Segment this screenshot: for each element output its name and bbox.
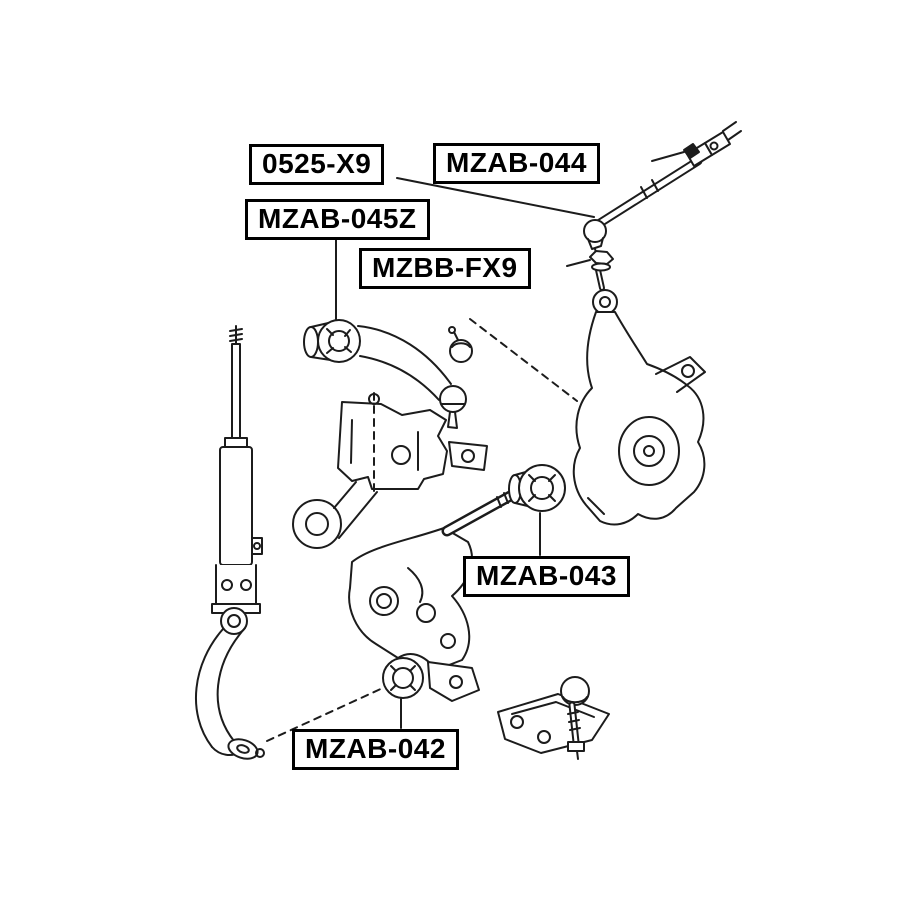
tie-rod-clevis-pin (683, 143, 700, 159)
tie-rod-assembly-drawing (583, 121, 742, 257)
ball-joint-plate-drawing (497, 676, 610, 760)
part-label-mzbb-fx9: MZBB-FX9 (359, 248, 531, 289)
control-arm-bracket-drawing (292, 393, 488, 549)
part-label-mzab-044: MZAB-044 (433, 143, 600, 184)
leader-mzab-044 (651, 151, 685, 162)
upper-control-arm-drawing (303, 319, 473, 429)
part-label-mzab-045z: MZAB-045Z (245, 199, 430, 240)
leader-mzbb-fx9 (566, 259, 591, 267)
tie-rod-end-nut-drawing (589, 250, 614, 272)
steering-knuckle-drawing (572, 267, 706, 526)
lower-control-arm-drawing (348, 464, 566, 702)
label-leader-lines (335, 151, 685, 729)
alignment-dashed-lines (266, 318, 578, 742)
shock-absorber-strut-drawing (211, 325, 263, 614)
tie-rod-end (583, 219, 607, 243)
part-label-mzab-042: MZAB-042 (292, 729, 459, 770)
part-label-0525-x9: 0525-X9 (249, 144, 385, 185)
stabilizer-link-drawing (194, 607, 265, 760)
leader-0525-x9 (396, 177, 595, 218)
part-label-mzab-043: MZAB-043 (463, 556, 630, 597)
